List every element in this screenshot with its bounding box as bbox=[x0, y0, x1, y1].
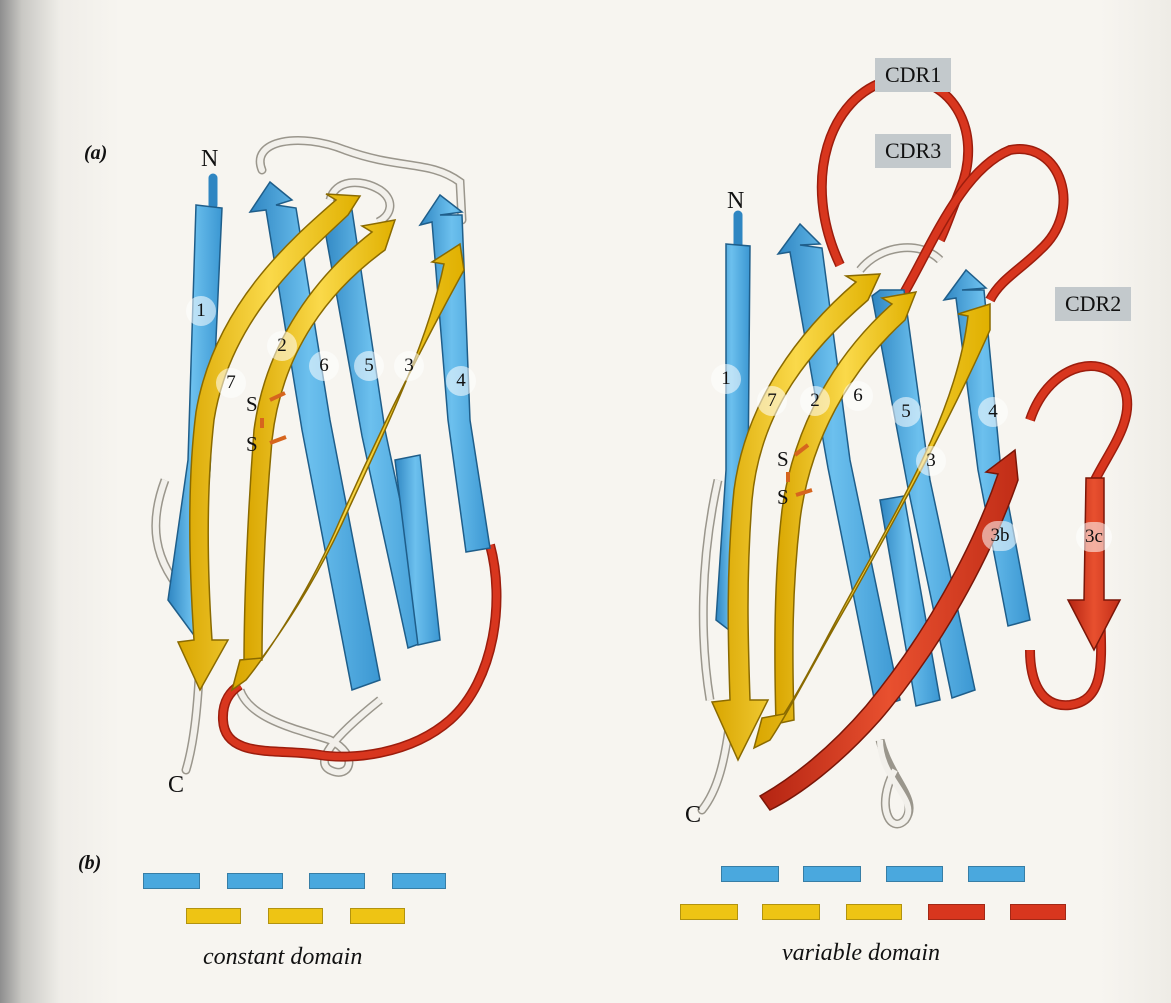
constant-c-terminus-label: C bbox=[168, 772, 184, 799]
variable-topology-blue-3 bbox=[886, 866, 943, 882]
cdr3-label: CDR3 bbox=[875, 134, 951, 168]
variable-topology-blue-4 bbox=[968, 866, 1025, 882]
variable-disulfide-s-bottom: S bbox=[777, 485, 789, 510]
variable-strand-label-3b: 3b bbox=[982, 521, 1018, 551]
variable-c-terminus-label: C bbox=[685, 802, 701, 829]
variable-topology-yellow-2 bbox=[762, 904, 820, 920]
variable-topology-yellow-1 bbox=[680, 904, 738, 920]
variable-n-terminus-label: N bbox=[727, 188, 744, 215]
constant-domain-caption: constant domain bbox=[203, 944, 362, 971]
constant-topology-blue-3 bbox=[309, 873, 365, 889]
variable-strand-3c bbox=[1068, 478, 1120, 650]
constant-strand-label-4: 4 bbox=[446, 366, 476, 396]
constant-strand-label-2: 2 bbox=[267, 331, 297, 361]
constant-strand-label-6: 6 bbox=[309, 351, 339, 381]
constant-topology-yellow-3 bbox=[350, 908, 405, 924]
variable-strand-label-3c: 3c bbox=[1076, 522, 1112, 552]
variable-topology-blue-1 bbox=[721, 866, 779, 882]
variable-strand-label-6: 6 bbox=[843, 381, 873, 411]
constant-strand-label-1: 1 bbox=[186, 296, 216, 326]
constant-topology-yellow-2 bbox=[268, 908, 323, 924]
cdr1-label: CDR1 bbox=[875, 58, 951, 92]
constant-disulfide-s-bottom: S bbox=[246, 432, 258, 457]
constant-topology-blue-2 bbox=[227, 873, 283, 889]
variable-disulfide-s-top: S bbox=[777, 447, 789, 472]
variable-strand-label-1: 1 bbox=[711, 364, 741, 394]
constant-strand-label-7: 7 bbox=[216, 368, 246, 398]
variable-strand-label-4: 4 bbox=[978, 397, 1008, 427]
variable-topology-red-1 bbox=[928, 904, 985, 920]
variable-topology-yellow-3 bbox=[846, 904, 902, 920]
constant-topology-blue-4 bbox=[392, 873, 446, 889]
cdr2-loop bbox=[1030, 366, 1127, 480]
constant-strand-label-5: 5 bbox=[354, 351, 384, 381]
constant-topology-yellow-1 bbox=[186, 908, 241, 924]
variable-strand-label-5: 5 bbox=[891, 397, 921, 427]
variable-domain-caption: variable domain bbox=[782, 940, 940, 967]
variable-strand-label-2: 2 bbox=[800, 386, 830, 416]
panel-a-label: (a) bbox=[84, 142, 107, 165]
variable-domain-ribbon bbox=[702, 79, 1127, 824]
constant-n-terminus-label: N bbox=[201, 146, 218, 173]
cdr2-label: CDR2 bbox=[1055, 287, 1131, 321]
constant-disulfide-s-top: S bbox=[246, 392, 258, 417]
variable-strand-label-7: 7 bbox=[757, 386, 787, 416]
variable-topology-blue-2 bbox=[803, 866, 861, 882]
constant-topology-blue-1 bbox=[143, 873, 200, 889]
constant-strand-label-3: 3 bbox=[394, 351, 424, 381]
constant-domain-ribbon bbox=[156, 140, 497, 772]
panel-b-label: (b) bbox=[78, 852, 101, 875]
variable-strand-label-3: 3 bbox=[916, 446, 946, 476]
variable-topology-red-2 bbox=[1010, 904, 1066, 920]
